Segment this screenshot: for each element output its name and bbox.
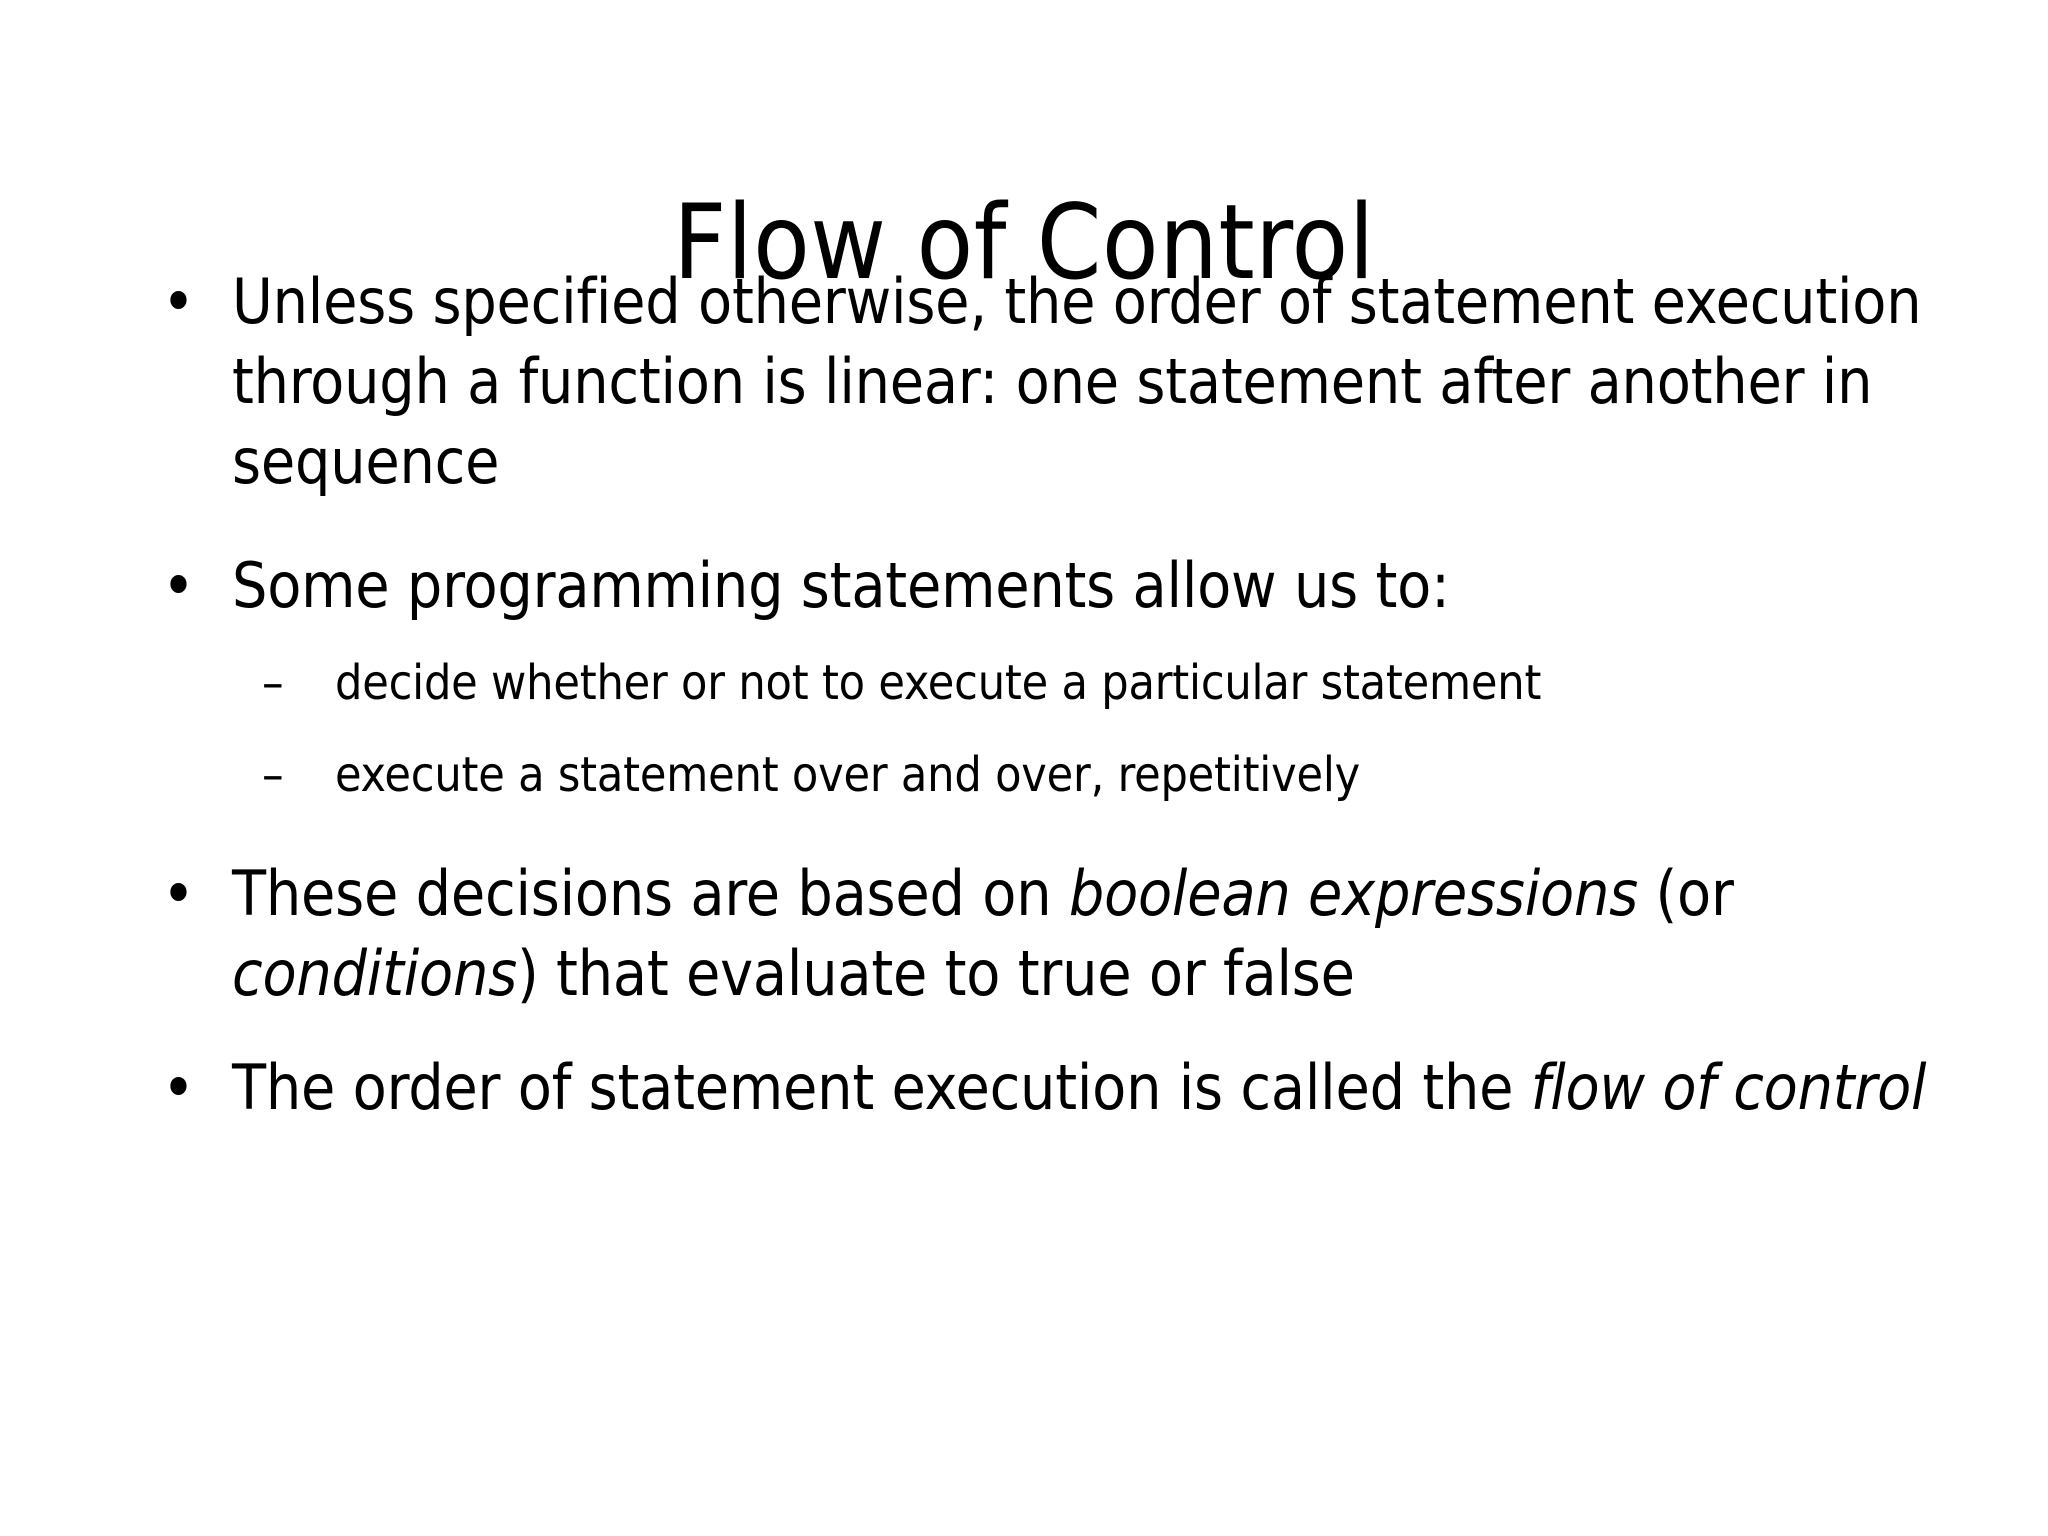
bullet-marker-icon: • <box>162 549 195 622</box>
spacer <box>140 1014 1970 1048</box>
bullet-item-4-emphasis-1: flow of control <box>1530 1051 1927 1124</box>
bullet-item-1-text: Unless specified otherwise, the order of… <box>232 265 1922 498</box>
bullet-marker-icon: • <box>162 265 195 338</box>
sub-bullet-item-2: – execute a statement over and over, rep… <box>140 740 1970 810</box>
dash-marker-icon: – <box>262 655 284 711</box>
sub-bullet-item-2-text: execute a statement over and over, repet… <box>335 747 1360 803</box>
bullet-item-3-emphasis-1: boolean expressions <box>1068 857 1638 930</box>
slide-body: • Unless specified otherwise, the order … <box>140 262 1970 1128</box>
bullet-item-2-text: Some programming statements allow us to: <box>232 549 1450 622</box>
spacer <box>140 718 1970 740</box>
spacer <box>140 626 1970 648</box>
bullet-item-3-text-part-3: ) that evaluate to true or false <box>516 937 1355 1010</box>
bullet-marker-icon: • <box>162 857 195 930</box>
bullet-item-4-text-part-1: The order of statement execution is call… <box>232 1051 1531 1124</box>
sub-bullet-item-1: – decide whether or not to execute a par… <box>140 648 1970 718</box>
bullet-item-3-emphasis-2: conditions <box>232 937 517 1010</box>
bullet-item-1: • Unless specified otherwise, the order … <box>140 262 1970 502</box>
bullet-item-4: • The order of statement execution is ca… <box>140 1048 1970 1128</box>
spacer <box>140 502 1970 546</box>
bullet-item-3-text-part-1: These decisions are based on <box>232 857 1069 930</box>
page-title: Flow of Control <box>673 183 1375 303</box>
bullet-item-3: • These decisions are based on boolean e… <box>140 854 1970 1014</box>
spacer <box>140 810 1970 854</box>
bullet-item-2: • Some programming statements allow us t… <box>140 546 1970 626</box>
dash-marker-icon: – <box>262 747 284 803</box>
bullet-item-3-text-part-2: (or <box>1637 857 1734 930</box>
sub-bullet-item-1-text: decide whether or not to execute a parti… <box>335 655 1542 711</box>
bullet-marker-icon: • <box>162 1051 195 1124</box>
